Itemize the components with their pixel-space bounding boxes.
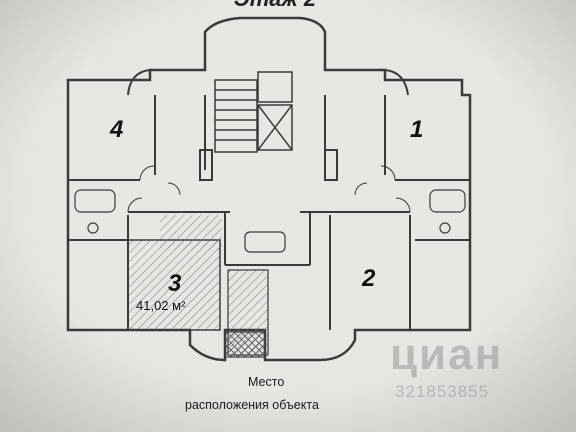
unit-3-area-label: 41,02 м² (136, 298, 186, 313)
watermark-brand: циан (390, 330, 504, 379)
unit-number-3: 3 (168, 270, 182, 297)
unit-number-1: 1 (410, 116, 424, 143)
watermark-listing-id: 321853855 (395, 382, 490, 401)
floor-title: Этаж 2 (205, 0, 345, 12)
caption-line-1: Место (248, 375, 285, 389)
unit-number-4: 4 (110, 116, 124, 143)
unit-number-2: 2 (362, 265, 376, 292)
caption-line-2: расположения объекта (185, 398, 319, 412)
